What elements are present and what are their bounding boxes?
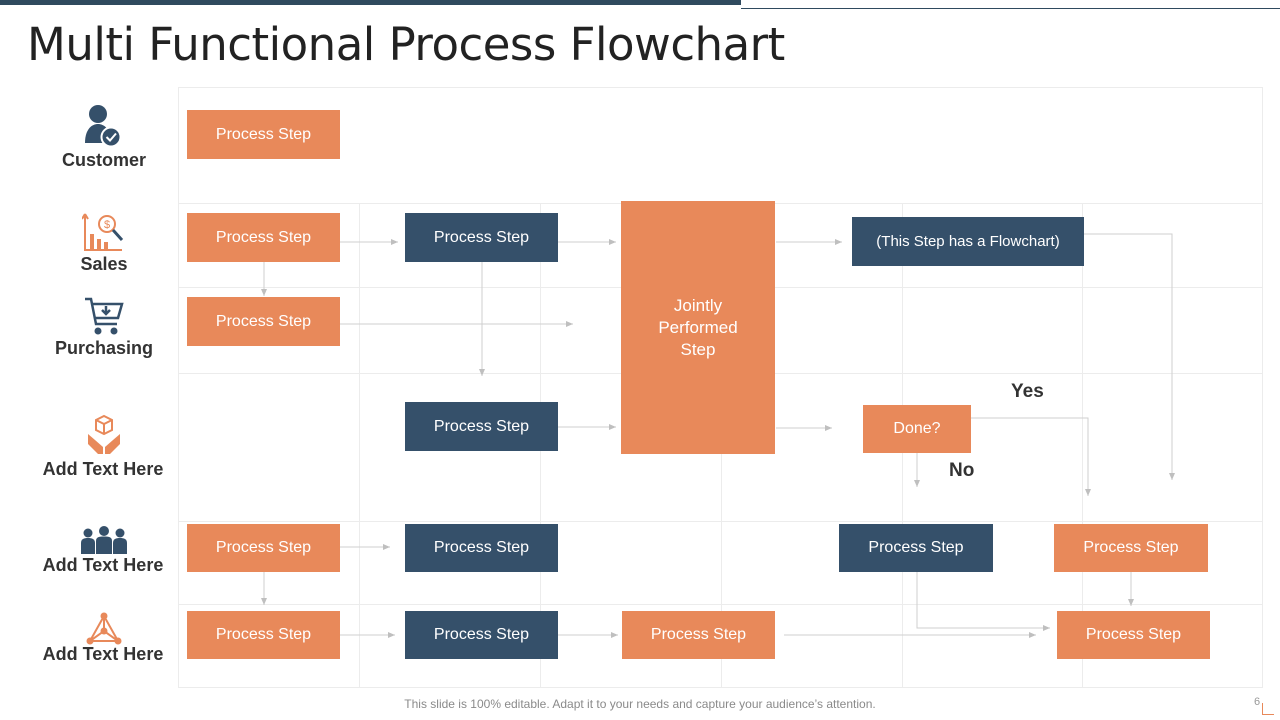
lane-label-sales: Sales xyxy=(80,254,128,274)
customer-check-icon xyxy=(85,105,122,148)
title-accent-bar xyxy=(0,0,741,5)
lane-divider xyxy=(178,604,1263,605)
page-corner-mark xyxy=(1262,703,1274,715)
decision-done[interactable]: Done? xyxy=(863,405,971,453)
joint-step-line-2: Performed xyxy=(658,317,738,337)
process-step-lane5-1[interactable]: Process Step xyxy=(187,524,340,572)
process-step-lane6-4[interactable]: Process Step xyxy=(1057,611,1210,659)
arrow-done-yes xyxy=(971,417,1091,496)
page-title: Multi Functional Process Flowchart xyxy=(27,18,785,71)
title-accent-line xyxy=(741,8,1280,9)
arrow-lane5-3-to-lane6-4 xyxy=(916,572,1050,631)
joint-step-line-3: Step xyxy=(680,339,716,359)
process-step-sales-1[interactable]: Process Step xyxy=(187,213,340,262)
lane-label-lane4: Add Text Here xyxy=(42,459,164,479)
box-hands-icon xyxy=(88,414,120,454)
process-step-lane6-2[interactable]: Process Step xyxy=(405,611,558,659)
lane-label-customer: Customer xyxy=(61,150,146,170)
process-step-customer[interactable]: Process Step xyxy=(187,110,340,159)
process-step-lane5-2[interactable]: Process Step xyxy=(405,524,558,572)
flowchart-grid xyxy=(178,87,1263,688)
lane-label-purchasing: Purchasing xyxy=(54,338,154,358)
lane-label-lane5: Add Text Here xyxy=(42,555,164,575)
shopping-cart-icon xyxy=(85,297,124,335)
svg-text:$: $ xyxy=(104,219,110,231)
jointly-performed-step[interactable]: Jointly Performed Step xyxy=(621,201,775,454)
lane-divider xyxy=(178,521,1263,522)
column-divider xyxy=(359,203,360,688)
process-step-lane6-1[interactable]: Process Step xyxy=(187,611,340,659)
page-number: 6 xyxy=(1254,696,1261,708)
footer-note: This slide is 100% editable. Adapt it to… xyxy=(404,697,876,711)
flowchart-step[interactable]: (This Step has a Flowchart) xyxy=(852,217,1084,266)
process-step-lane5-4[interactable]: Process Step xyxy=(1054,524,1208,572)
arrow-flowchart-down xyxy=(1084,233,1175,480)
decision-no-label: No xyxy=(949,460,975,481)
team-icon xyxy=(81,526,127,554)
sales-chart-icon: $ xyxy=(82,213,124,251)
process-step-purchasing[interactable]: Process Step xyxy=(187,297,340,346)
column-divider xyxy=(1082,203,1083,688)
decision-yes-label: Yes xyxy=(1011,381,1044,402)
lane-label-lane6: Add Text Here xyxy=(42,644,164,664)
process-step-lane4[interactable]: Process Step xyxy=(405,402,558,451)
process-step-lane6-3[interactable]: Process Step xyxy=(622,611,775,659)
joint-step-line-1: Jointly xyxy=(673,295,723,315)
network-icon xyxy=(86,612,122,645)
process-step-sales-2[interactable]: Process Step xyxy=(405,213,558,262)
process-step-lane5-3[interactable]: Process Step xyxy=(839,524,993,572)
